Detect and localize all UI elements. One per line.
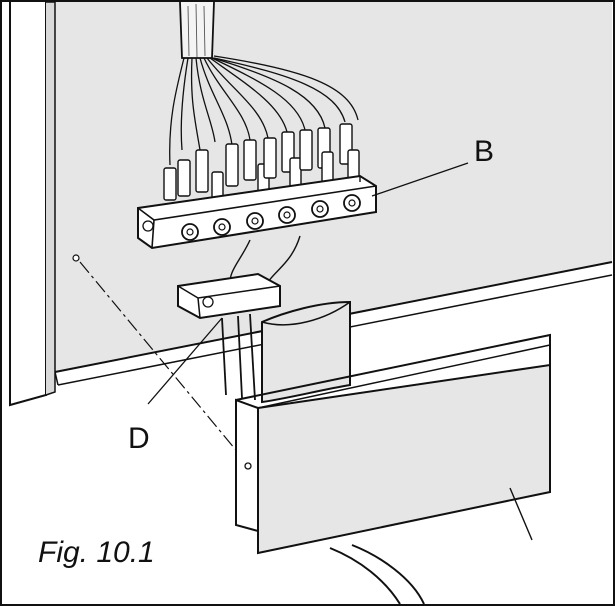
callout-b-leader <box>371 162 469 197</box>
left-frame-post <box>9 1 56 407</box>
terminal-screws <box>181 194 361 241</box>
wires <box>169 55 359 166</box>
callout-d-leader <box>147 317 223 405</box>
spade-connectors <box>163 123 360 203</box>
callout-label-d: D <box>128 422 150 455</box>
cable-bundle <box>179 1 215 59</box>
cable-sleeve <box>261 300 351 404</box>
cover-housing <box>235 333 551 555</box>
callout-label-b: B <box>474 135 495 168</box>
figure-caption: Fig. 10.1 <box>38 536 155 569</box>
bottom-cables <box>329 544 425 605</box>
cable-clamp <box>177 272 281 320</box>
alignment-line <box>72 254 241 456</box>
terminal-block <box>137 174 377 250</box>
down-cables <box>221 313 256 401</box>
